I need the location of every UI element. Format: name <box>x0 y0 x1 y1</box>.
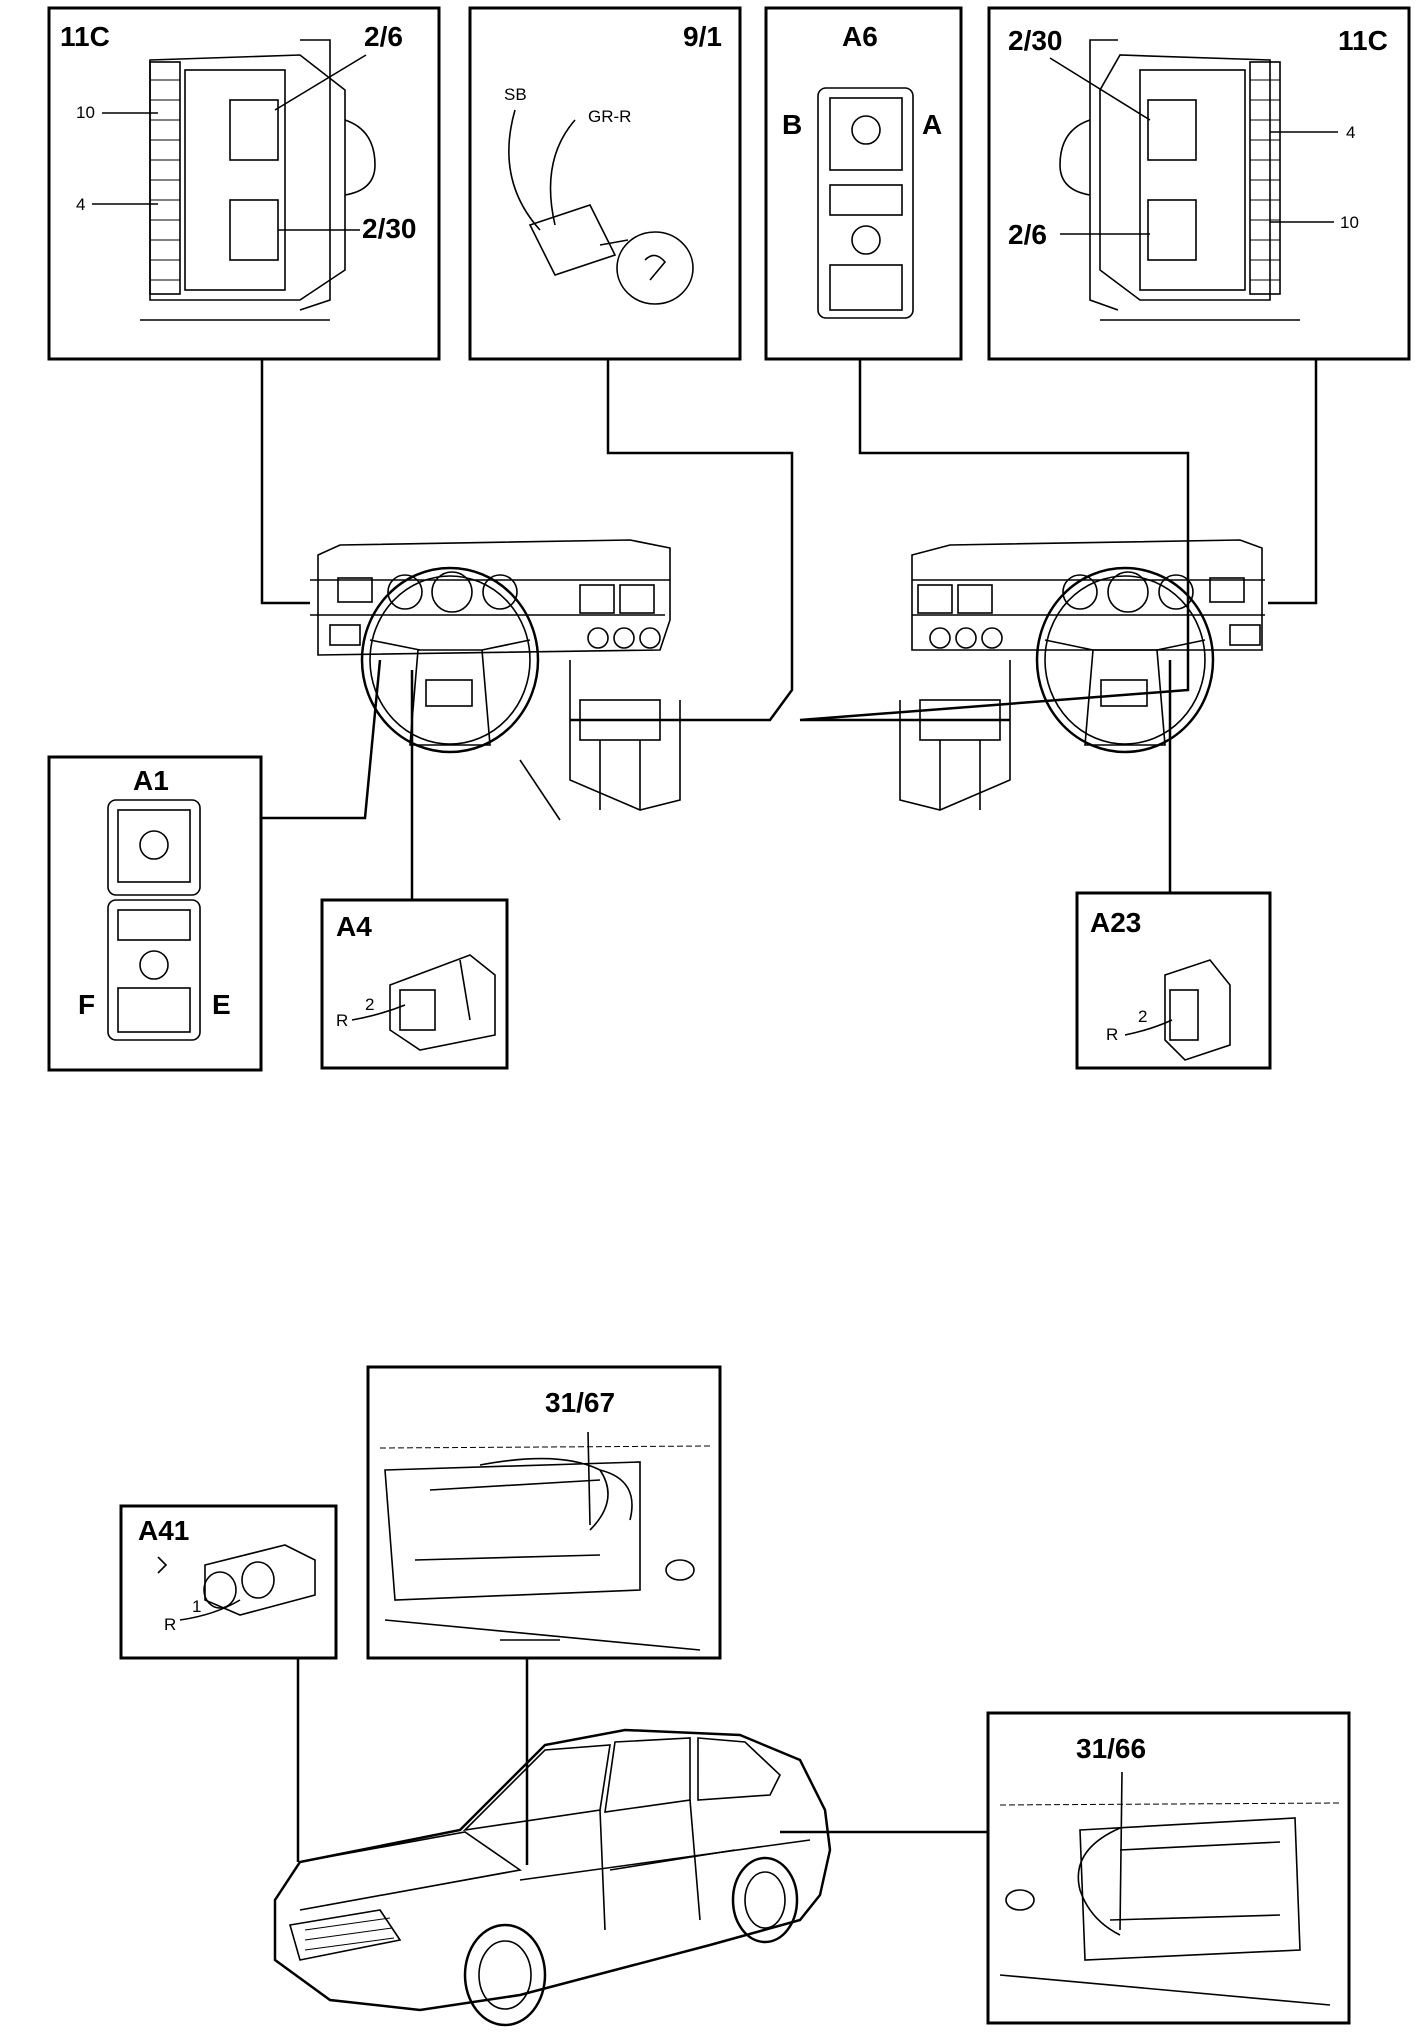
panel-title: 11C <box>1338 25 1388 56</box>
panel-title: 31/66 <box>1076 1733 1146 1764</box>
panel-title: 9/1 <box>683 21 722 52</box>
panel-door-rear: 31/66 <box>986 1711 1351 2025</box>
dashboard-rhd <box>899 539 1265 811</box>
panel-a6: A6 B A <box>764 6 963 361</box>
pin-label: 10 <box>1340 213 1359 232</box>
fuse-rows-right <box>1250 79 1280 281</box>
side-label: B <box>782 109 802 140</box>
wire-label: GR-R <box>588 107 631 126</box>
panel-fusebox-left: 11C 2/6 2/30 10 4 <box>47 6 441 361</box>
panel-fusebox-right: 2/30 11C 2/6 4 10 <box>987 6 1411 361</box>
panel-door-front: 31/67 <box>366 1365 722 1660</box>
pin-label: 10 <box>76 103 95 122</box>
dashboard-lhd <box>310 539 681 821</box>
side-label: F <box>78 989 95 1020</box>
wire-label: R <box>164 1615 176 1634</box>
panel-title: 11C <box>60 21 110 52</box>
car-illustration <box>273 1728 832 2027</box>
ref-label: 2/30 <box>1008 25 1063 56</box>
ref-label: 2/6 <box>364 21 403 52</box>
ref-label: 2/30 <box>362 213 417 244</box>
pin-label: 4 <box>76 195 85 214</box>
pin-label: 4 <box>1346 123 1355 142</box>
fuse-rows-left <box>150 79 180 281</box>
panel-lighter: 9/1 SB GR-R <box>468 6 742 361</box>
pin-label: 2 <box>365 995 374 1014</box>
panel-a23: A23 R 2 <box>1075 891 1272 1070</box>
side-label: A <box>922 109 942 140</box>
leader-lines-bottom <box>296 1658 988 1865</box>
panel-title: A1 <box>133 765 169 796</box>
wire-label: R <box>1106 1025 1118 1044</box>
side-label: E <box>212 989 231 1020</box>
pin-label: 1 <box>192 1597 201 1616</box>
panel-a1: A1 F E <box>47 755 263 1072</box>
panel-a4: A4 R 2 <box>320 898 509 1070</box>
panel-title: A41 <box>138 1515 189 1546</box>
panel-title: 31/67 <box>545 1387 615 1418</box>
panel-a41: A41 R 1 <box>119 1504 338 1660</box>
wire-label: R <box>336 1011 348 1030</box>
pin-label: 2 <box>1138 1007 1147 1026</box>
wire-label: SB <box>504 85 527 104</box>
panel-title: A6 <box>842 21 878 52</box>
panel-title: A23 <box>1090 907 1141 938</box>
leader-lines-top <box>260 359 1318 900</box>
panel-title: A4 <box>336 911 372 942</box>
ref-label: 2/6 <box>1008 219 1047 250</box>
